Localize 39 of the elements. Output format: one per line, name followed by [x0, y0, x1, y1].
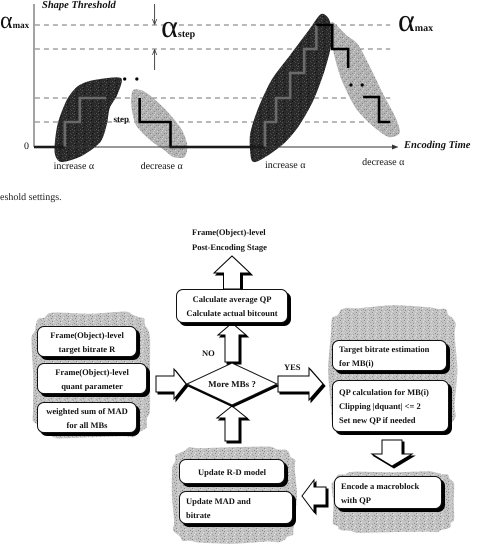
axis-title: Shape Threshold [42, 0, 116, 12]
process-label: Clipping |dquant| <= 2 [339, 400, 421, 413]
block-arrow [156, 368, 187, 400]
block-arrow [301, 478, 326, 514]
decision-label: More MBs ? [208, 378, 256, 391]
phase-label: decrease α [140, 161, 183, 172]
figure-caption: eshold settings. [0, 192, 62, 203]
rounded-box [37, 363, 147, 394]
rounded-box [179, 491, 293, 524]
phase-label: increase α [264, 160, 306, 172]
decision-diamond [186, 362, 278, 406]
rounded-box [334, 476, 442, 509]
process-label: Calculate actual bitcount [186, 307, 278, 320]
process-label: Frame(Object)-level target bitrate R [49, 328, 125, 356]
process-label: Calculate average QP [192, 293, 272, 306]
stage-title: Frame(Object)-level Post-Encoding Stage [192, 226, 268, 254]
block-arrow [212, 255, 252, 290]
process-label: Target bitrate estimation for MB(i) [339, 342, 430, 370]
process-label: Encode a macroblock with QP [341, 480, 420, 506]
rounded-box [37, 402, 137, 433]
process-label: QP calculation for MB(i) [339, 386, 429, 399]
block-arrow [370, 440, 414, 467]
rounded-box [332, 380, 449, 432]
process-label: Update R-D model [198, 466, 266, 478]
phase-label: increase α [54, 161, 94, 172]
edge-label: YES [283, 363, 302, 372]
axis-title: Encoding Time [404, 140, 470, 152]
rounded-box [176, 289, 288, 323]
block-arrow [278, 366, 324, 402]
axis-tick-label: 0 [24, 141, 29, 152]
process-label: Frame(Object)-level quant parameter [54, 366, 130, 392]
process-label: Set new QP if needed [339, 414, 416, 427]
edge-label: NO [201, 349, 216, 358]
rounded-box [332, 340, 447, 371]
rounded-box [37, 326, 137, 357]
process-label: weighted sum of MAD for all MBs [45, 404, 129, 432]
block-arrow [216, 405, 248, 442]
process-label: Update MAD and bitrate [186, 494, 252, 522]
rounded-box [179, 459, 285, 484]
